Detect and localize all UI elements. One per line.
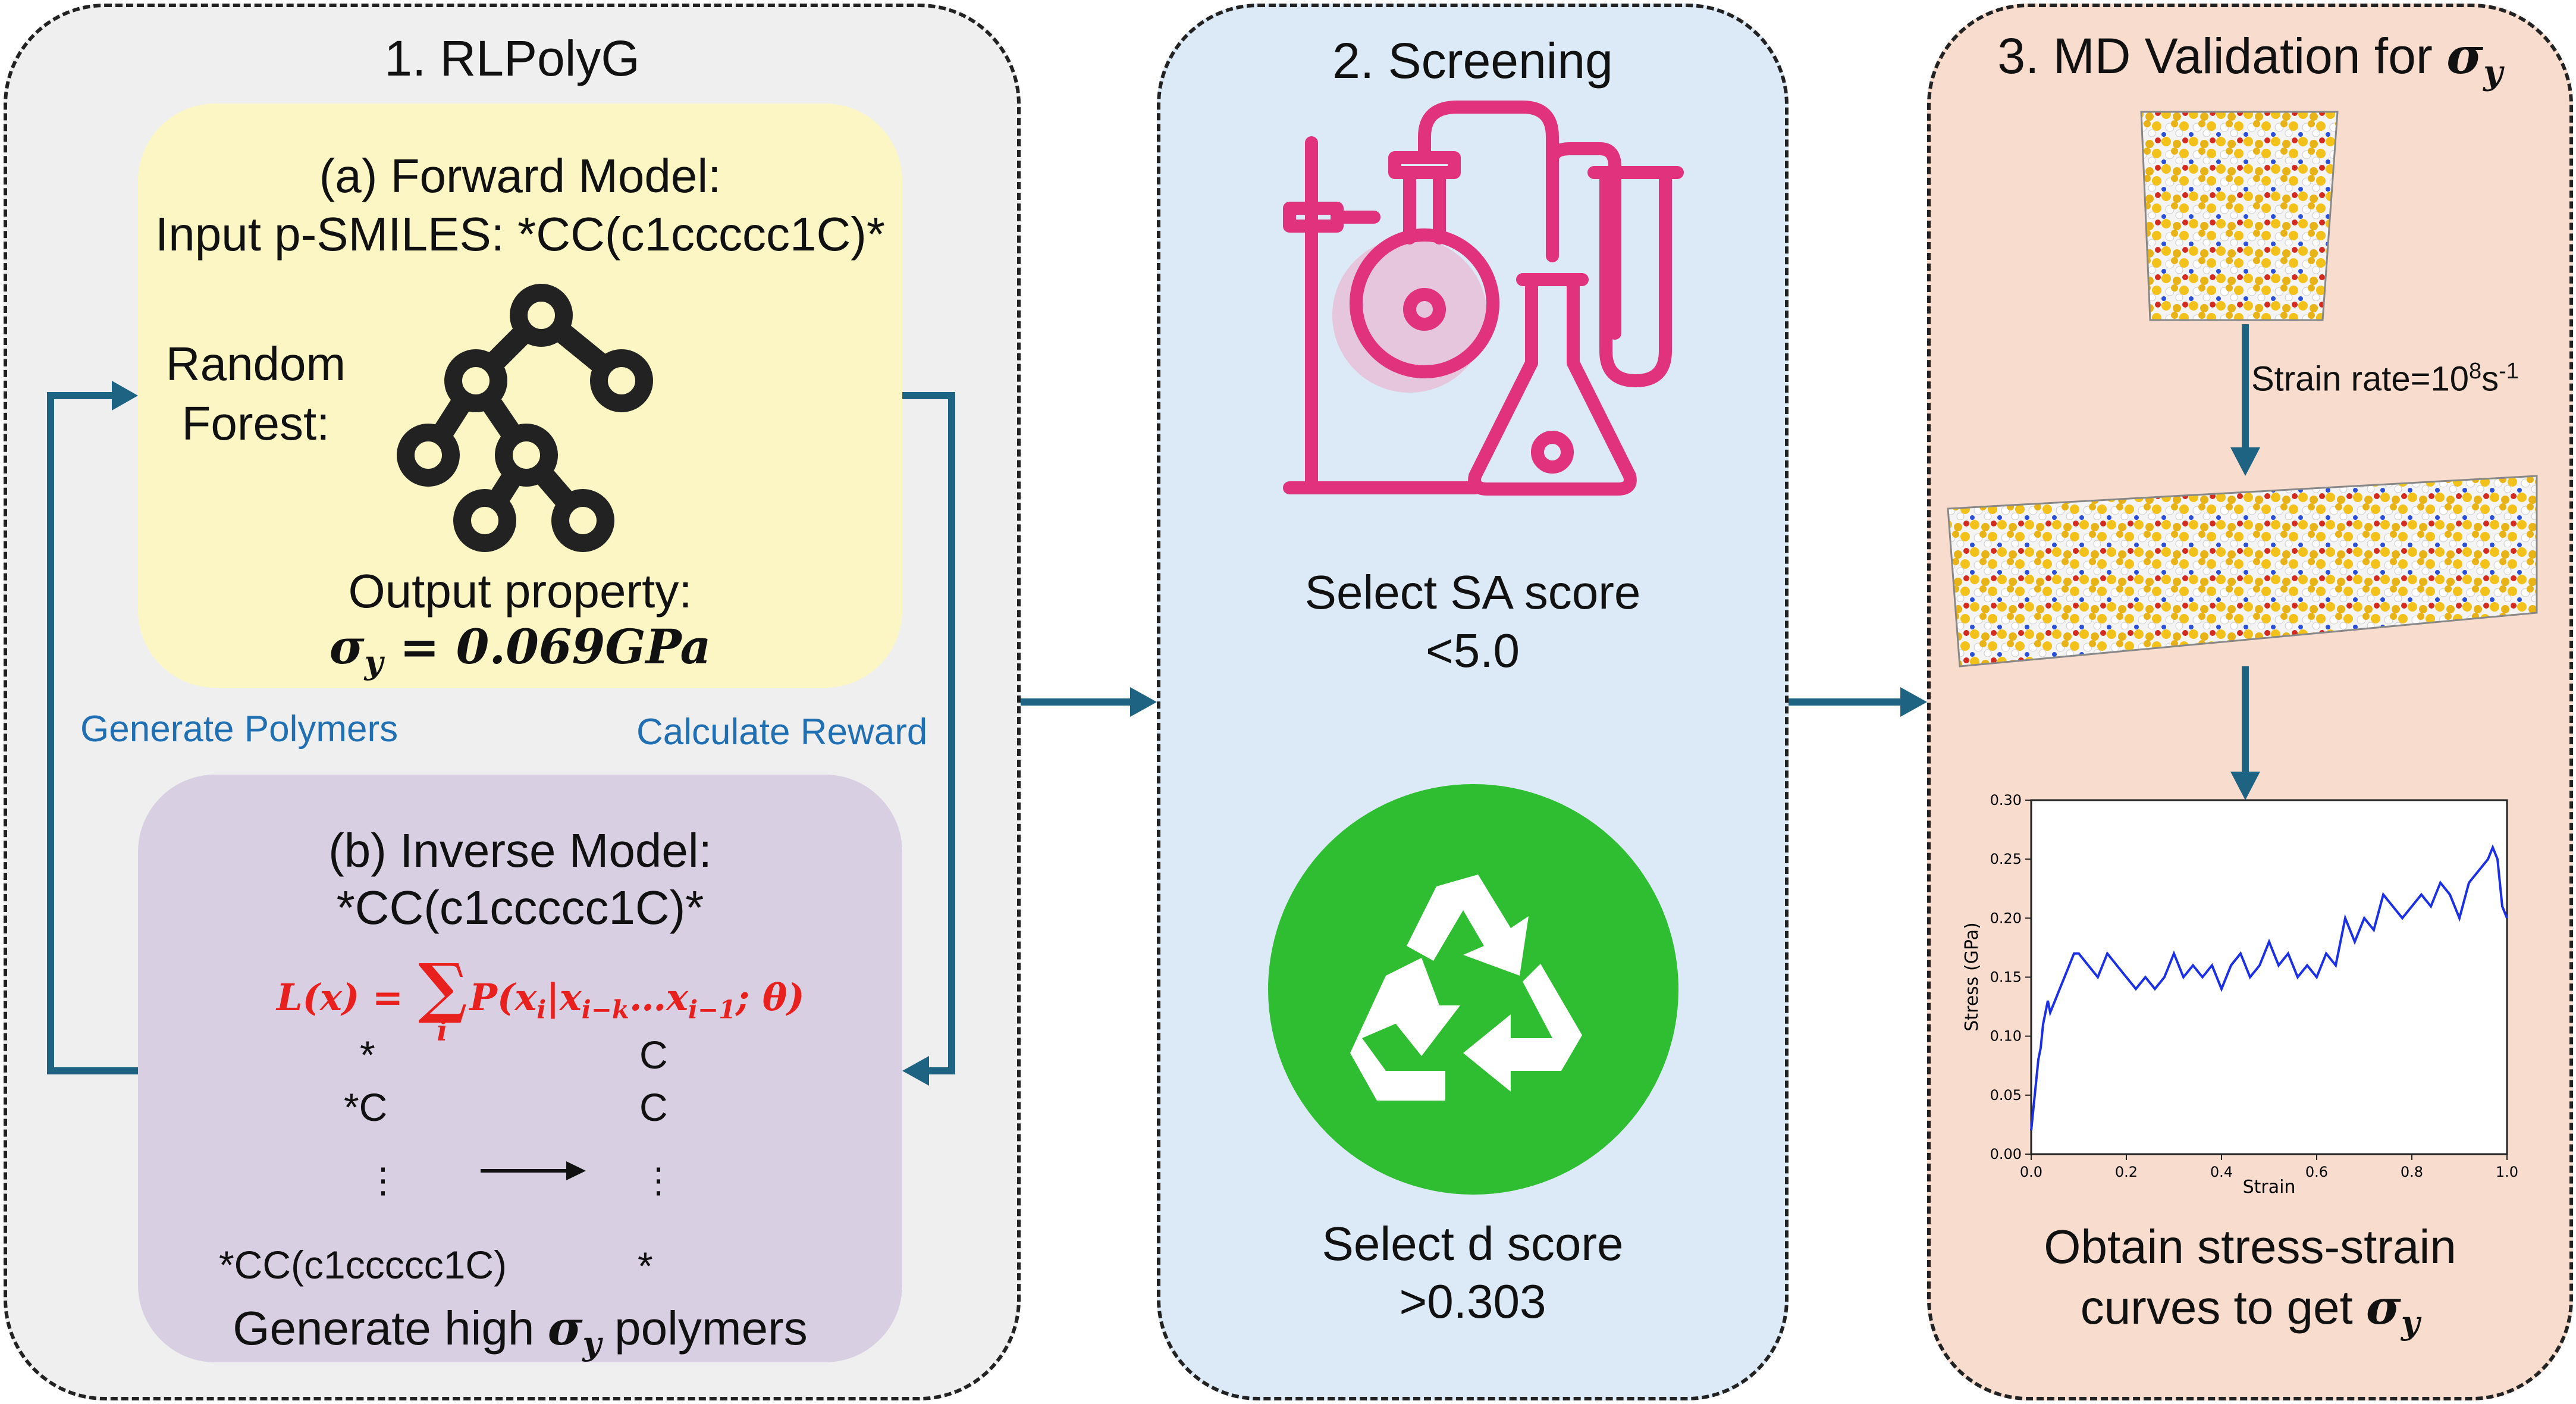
- inverse-model-box: [138, 775, 902, 1362]
- md-bottom-line1: Obtain stress-strain: [2044, 1220, 2456, 1273]
- d-score-line2: >0.303: [1399, 1275, 1546, 1328]
- calculate-reward-label: Calculate Reward: [636, 712, 928, 753]
- bottom-post: polymers: [601, 1302, 808, 1355]
- strain-rate-mid: s: [2481, 359, 2499, 399]
- sequence-left-0: *: [360, 1033, 375, 1077]
- sa-score-line2: <5.0: [1426, 624, 1520, 677]
- formula-sub-ik: i−k: [581, 995, 630, 1024]
- chart-y-tick-label: 0.00: [1990, 1146, 2022, 1162]
- stress-strain-series-line: [2030, 844, 2508, 1131]
- formula-dots: …x: [629, 976, 688, 1019]
- formula-end: ; θ): [736, 976, 805, 1019]
- chart-x-tick-label: 0.4: [2210, 1164, 2233, 1180]
- chart-x-axis-label: Strain: [2243, 1177, 2296, 1198]
- chart-x-tick-label: 1.0: [2496, 1164, 2518, 1180]
- chart-plot-area: [2030, 799, 2508, 1155]
- sigma-subscript: y: [582, 1324, 601, 1362]
- sequence-left-2: ⋮: [366, 1161, 400, 1200]
- random-forest-label-line1: Random: [165, 337, 346, 390]
- sequence-left-3: *CC(c1ccccc1C): [219, 1243, 507, 1287]
- sigma-symbol: σ: [2446, 26, 2484, 85]
- bottom-pre: Generate high: [233, 1302, 548, 1355]
- chart-y-tick-label: 0.30: [1990, 792, 2022, 808]
- panel-screening-title: 2. Screening: [1332, 33, 1613, 89]
- formula-sub-i: i: [536, 995, 547, 1024]
- chart-x-tick-label: 0.6: [2305, 1164, 2328, 1180]
- formula-sub-i1: i−1: [688, 995, 736, 1024]
- sequence-right-0: C: [639, 1033, 668, 1077]
- output-property-label: Output property:: [348, 565, 692, 618]
- forward-model-title: (a) Forward Model:: [319, 149, 721, 202]
- chart-x-tick-label: 0.2: [2115, 1164, 2138, 1180]
- chart-x-tick-label: 0.0: [2020, 1164, 2042, 1180]
- strain-rate-sup2: -1: [2499, 359, 2519, 384]
- strain-rate-label: Strain rate=108s-1: [2251, 359, 2519, 399]
- sigma-symbol: σ: [2365, 1279, 2401, 1335]
- inverse-model-smiles: *CC(c1ccccc1C)*: [336, 881, 704, 934]
- inverse-model-title: (b) Inverse Model:: [328, 824, 712, 877]
- strain-rate-sup1: 8: [2468, 359, 2482, 384]
- sequence-right-3: *: [638, 1244, 653, 1288]
- chart-y-tick-label: 0.20: [1990, 910, 2022, 926]
- chart-y-tick-label: 0.05: [1990, 1087, 2022, 1104]
- chart-y-axis-label: Stress (GPa): [1962, 922, 1982, 1032]
- sa-score-line1: Select SA score: [1304, 566, 1641, 619]
- forward-model-input: Input p-SMILES: *CC(c1ccccc1C)*: [155, 208, 886, 261]
- formula-lhs: L(x) =: [277, 976, 416, 1019]
- chart-y-tick-label: 0.15: [1990, 969, 2022, 986]
- md-bottom-line2: curves to get σy: [1927, 1279, 2573, 1342]
- formula-rhs: P(x: [469, 976, 537, 1019]
- chart-y-tick-label: 0.25: [1990, 851, 2022, 867]
- formula-sum-index: i: [437, 1014, 448, 1048]
- panel-rlpolyg-title: 1. RLPolyG: [384, 30, 640, 86]
- generate-polymers-label: Generate Polymers: [80, 709, 399, 750]
- bottom-line2-pre: curves to get: [2080, 1281, 2366, 1334]
- sigma-subscript: y: [2401, 1303, 2420, 1342]
- inverse-model-bottom: Generate high σy polymers: [138, 1300, 902, 1362]
- chart-x-tick-label: 0.8: [2401, 1164, 2423, 1180]
- sequence-right-2: ⋮: [641, 1161, 676, 1200]
- output-property-value: σy = 0.069GPa: [138, 619, 902, 681]
- random-forest-label-line2: Forest:: [181, 397, 330, 450]
- sequence-left-1: *C: [344, 1085, 388, 1129]
- chart-y-tick-label: 0.10: [1990, 1028, 2022, 1045]
- formula-bar: |x: [546, 976, 582, 1019]
- sequence-right-1: C: [639, 1085, 668, 1129]
- strain-rate-pre: Strain rate=10: [2251, 359, 2469, 399]
- d-score-line1: Select d score: [1322, 1217, 1624, 1270]
- sigma-subscript: y: [364, 643, 383, 681]
- sigma-symbol: σ: [547, 1300, 583, 1356]
- panel-md-validation-title: 3. MD Validation for σy: [1927, 26, 2573, 92]
- sigma-subscript: y: [2483, 52, 2503, 92]
- forward-model-box: [138, 104, 902, 688]
- formula-sum: ∑: [418, 949, 467, 1026]
- output-value-text: = 0.069GPa: [382, 619, 711, 675]
- sigma-symbol: σ: [329, 619, 365, 675]
- title-pre: 3. MD Validation for: [1997, 28, 2447, 84]
